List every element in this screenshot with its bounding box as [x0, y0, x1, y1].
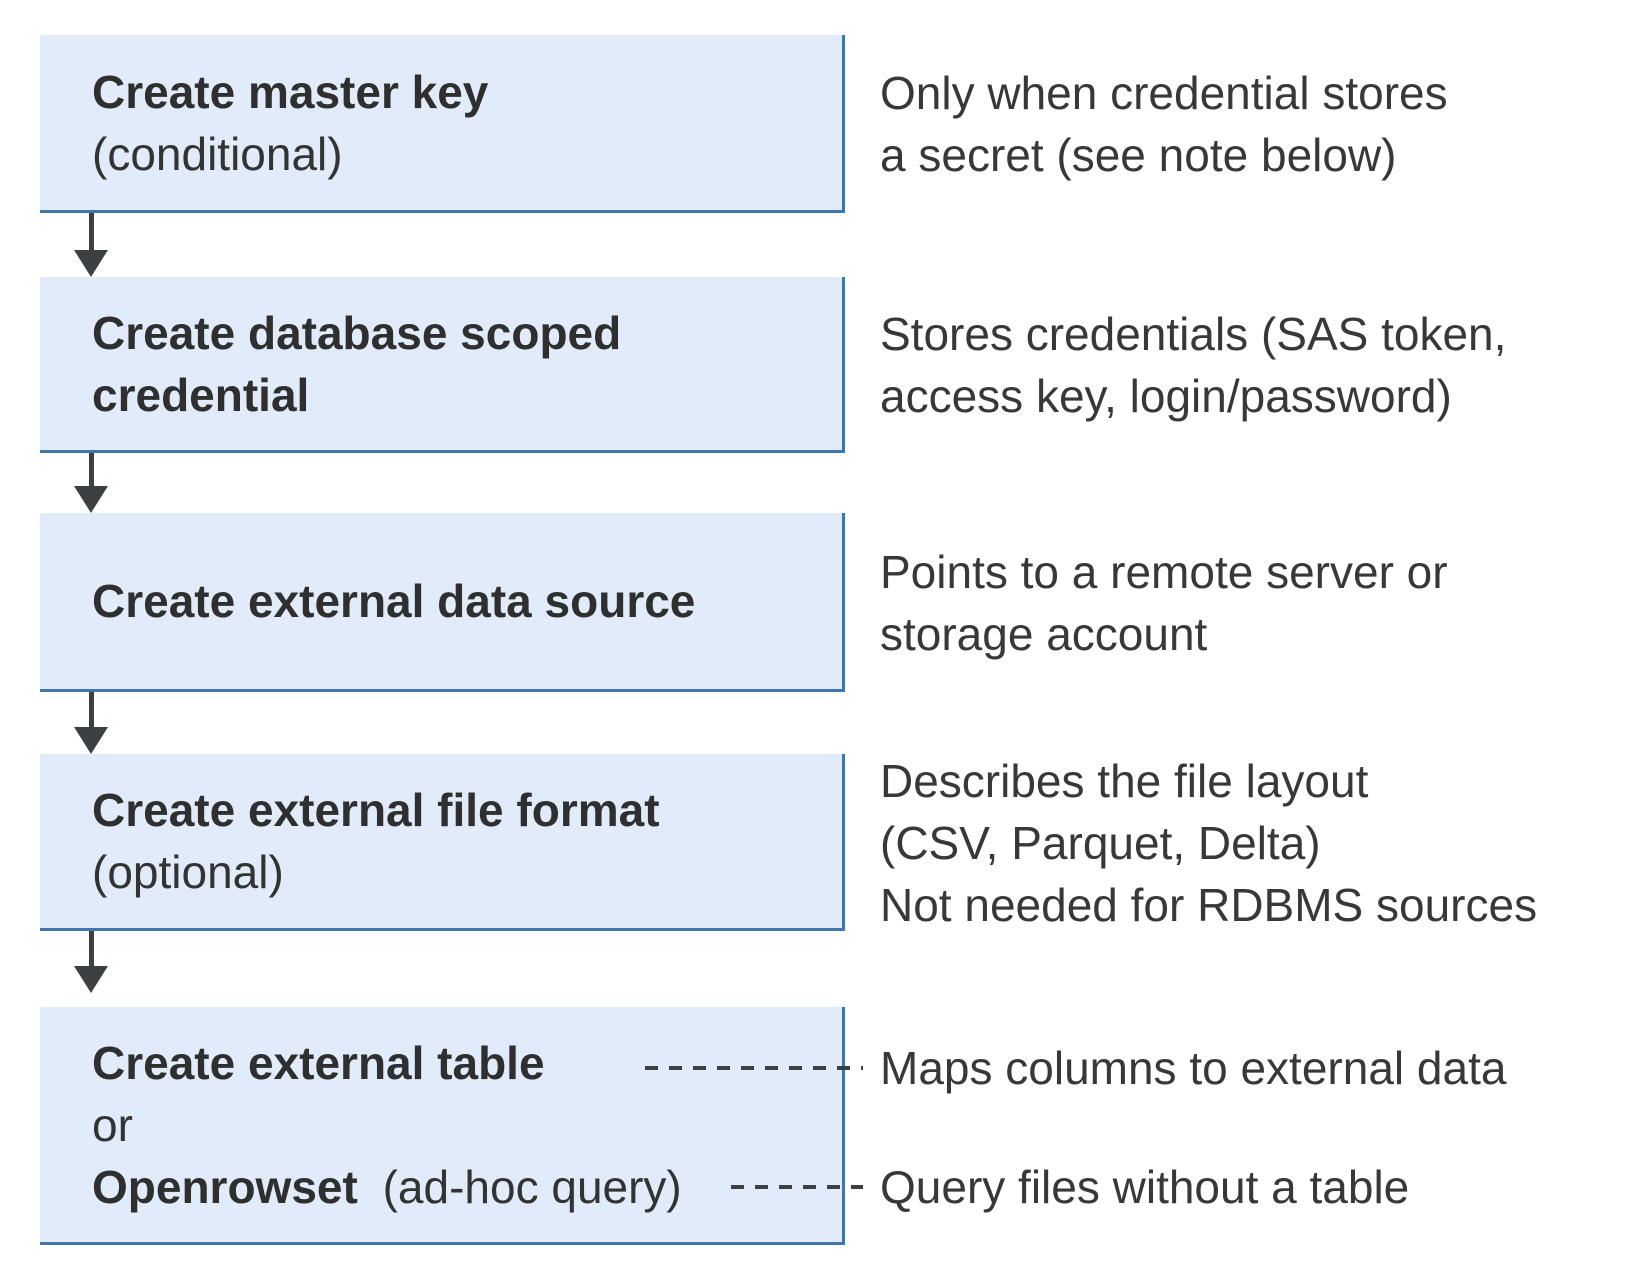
step-box-create-external-data-source: Create external data source — [40, 513, 845, 692]
step-alt-line: Openrowset (ad-hoc query) — [92, 1156, 842, 1218]
down-arrow-4 — [74, 931, 108, 993]
step-text: Create external file format (optional) — [92, 779, 842, 903]
down-arrow-2 — [74, 453, 108, 513]
note-database-scoped-credential: Stores credentials (SAS token, access ke… — [880, 277, 1638, 453]
note-master-key: Only when credential stores a secret (se… — [880, 35, 1638, 213]
step-alt-title: Openrowset — [92, 1160, 358, 1213]
note-line: Not needed for RDBMS sources — [880, 878, 1538, 931]
arrow-stem — [88, 213, 94, 250]
step-text: Create database scoped credential — [92, 302, 732, 426]
step-box-create-master-key: Create master key (conditional) — [40, 35, 845, 213]
step-text: Create external table or Openrowset (ad-… — [92, 1032, 842, 1218]
down-arrow-1 — [74, 213, 108, 277]
arrow-head-icon — [74, 727, 108, 754]
dashed-connector-external-table — [645, 1066, 863, 1070]
or-label: or — [92, 1098, 133, 1151]
note-openrowset: Query files without a table — [880, 1161, 1410, 1213]
note-line: Describes the file layout — [880, 754, 1369, 807]
note-line: (CSV, Parquet, Delta) — [880, 816, 1321, 869]
arrow-head-icon — [74, 486, 108, 513]
step-qualifier: (optional) — [92, 846, 284, 898]
arrow-stem — [88, 931, 94, 966]
arrow-stem — [88, 692, 94, 727]
note-external-data-source: Points to a remote server or storage acc… — [880, 513, 1638, 692]
step-text: Create master key (conditional) — [92, 61, 842, 185]
note-line: Stores credentials (SAS token, — [880, 308, 1507, 360]
arrow-head-icon — [74, 250, 108, 277]
note-line: Only when credential stores — [880, 67, 1448, 119]
note-line: access key, login/password) — [880, 370, 1452, 422]
note-line: a secret (see note below) — [880, 129, 1397, 181]
step-text: Create external data source — [92, 570, 842, 632]
step-title: Create database scoped credential — [92, 306, 622, 421]
step-alt-qualifier: (ad-hoc query) — [382, 1160, 682, 1213]
step-box-create-database-scoped-credential: Create database scoped credential — [40, 277, 845, 453]
step-box-create-external-table-or-openrowset: Create external table or Openrowset (ad-… — [40, 1007, 845, 1245]
step-title: Create external data source — [92, 575, 696, 627]
note-line: storage account — [880, 607, 1208, 660]
step-qualifier: (conditional) — [92, 127, 343, 180]
note-line: Points to a remote server or — [880, 545, 1448, 598]
step-box-create-external-file-format: Create external file format (optional) — [40, 754, 845, 931]
step-title: Create master key — [92, 65, 489, 118]
step-title: Create external table — [92, 1036, 545, 1089]
step-title: Create external file format — [92, 784, 660, 836]
arrow-head-icon — [74, 966, 108, 993]
note-external-table: Maps columns to external data — [880, 1042, 1507, 1094]
arrow-stem — [88, 453, 94, 486]
down-arrow-3 — [74, 692, 108, 754]
note-external-file-format: Describes the file layout (CSV, Parquet,… — [880, 754, 1638, 931]
dashed-connector-openrowset — [731, 1185, 863, 1189]
step-title-line: Create external table — [92, 1032, 842, 1094]
step-or-line: or — [92, 1094, 842, 1156]
